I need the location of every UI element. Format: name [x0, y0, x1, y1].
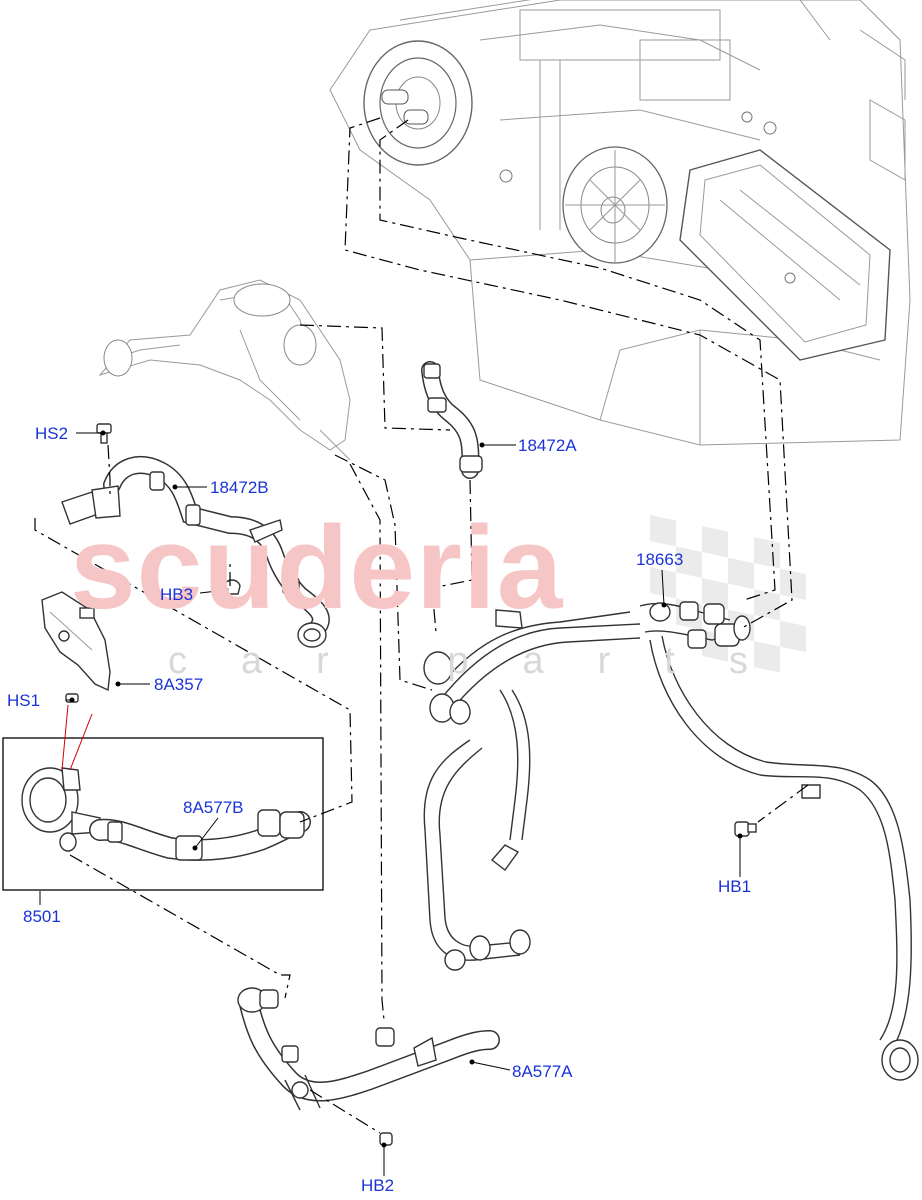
hvac-unit — [329, 0, 911, 446]
watermark-flag — [650, 515, 806, 673]
callout-hs2: HS2 — [35, 424, 69, 443]
assembly-lead-lines — [34, 117, 809, 1134]
heater-pipe-assembly — [98, 279, 351, 461]
hose-18472b — [61, 456, 330, 648]
hose-18663 — [639, 601, 751, 649]
callout-8a577a: 8A577A — [512, 1062, 573, 1081]
callout-hs1: HS1 — [7, 691, 41, 710]
coolant-pipe-manifold — [423, 609, 919, 1081]
callout-18472b: 18472B — [210, 478, 269, 497]
callout-8501: 8501 — [23, 907, 61, 926]
fastener-hb2 — [379, 1132, 393, 1146]
callout-hb3: HB3 — [160, 585, 194, 604]
hose-18472a — [421, 361, 483, 479]
fastener-hb1 — [734, 821, 757, 837]
callout-18663: 18663 — [636, 550, 684, 569]
callout-8a577b: 8A577B — [183, 798, 244, 817]
pump-8501-box — [2, 737, 324, 891]
highlight-leaders — [61, 704, 93, 771]
bracket-8a357 — [41, 591, 111, 692]
callout-hb1: HB1 — [718, 877, 752, 896]
callout-18472a: 18472A — [518, 436, 577, 455]
callout-leaders — [39, 430, 743, 1176]
pipe-8a577a — [237, 987, 500, 1111]
callout-hb2: HB2 — [361, 1176, 395, 1195]
callout-8a357: 8A357 — [154, 675, 204, 694]
